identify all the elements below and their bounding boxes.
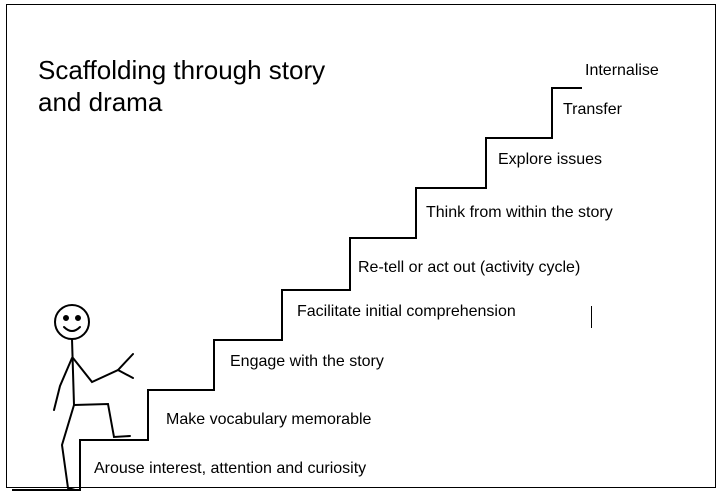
stick-figure — [53, 304, 134, 491]
step-5-label: Re-tell or act out (activity cycle) — [358, 259, 581, 276]
step-2-label: Make vocabulary memorable — [166, 411, 372, 428]
step-8-label: Transfer — [563, 101, 622, 118]
step-6-label: Think from within the story — [426, 204, 613, 221]
stick-figure-right-hand — [117, 369, 134, 379]
stick-figure-left-arm — [53, 357, 73, 411]
stick-figure-right-arm — [72, 353, 134, 384]
stick-figure-torso — [71, 338, 75, 406]
text-cursor — [591, 306, 592, 328]
stick-figure-right-eye — [75, 315, 81, 321]
page-title: Scaffolding through story and drama — [38, 54, 325, 118]
step-7-label: Explore issues — [498, 151, 603, 168]
title-line-2: and drama — [38, 87, 163, 117]
stick-figure-left-leg — [60, 404, 76, 491]
stick-figure-smile — [63, 326, 81, 332]
step-1-label: Arouse interest, attention and curiosity — [94, 460, 367, 477]
stick-figure-head — [54, 304, 90, 340]
staircase-line — [12, 87, 582, 491]
stick-figure-right-leg — [73, 402, 131, 439]
stick-figure-left-eye — [63, 315, 69, 321]
step-4-label: Facilitate initial comprehension — [297, 303, 516, 320]
step-3-label: Engage with the story — [230, 353, 384, 370]
slide-frame — [6, 4, 716, 488]
step-9-label: Internalise — [585, 62, 659, 79]
title-line-1: Scaffolding through story — [38, 55, 326, 85]
